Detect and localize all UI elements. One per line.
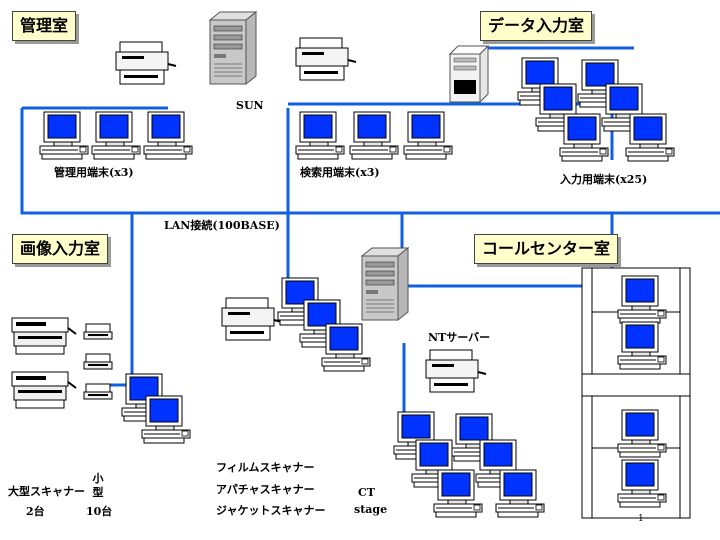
lan-connection-label: LAN接続(100BASE) <box>164 219 280 232</box>
room-label-data-entry: データ入力室 <box>480 11 593 41</box>
small-scanner-count: 10台 <box>86 505 113 518</box>
computer-terminal-icon <box>295 111 345 160</box>
small-scanner-icon <box>83 383 113 400</box>
room-label-call-center: コールセンター室 <box>474 234 619 264</box>
printer-icon <box>115 41 177 85</box>
computer-terminal-icon <box>625 113 675 162</box>
nt-server-label: NTサーバー <box>428 331 491 344</box>
management-terminals-label: 管理用端末(x3) <box>54 166 134 179</box>
aperture-scanner-label: アパチャスキャナー <box>216 483 315 496</box>
desktop-pc-icon <box>449 45 489 103</box>
large-scanner-icon <box>11 317 77 355</box>
room-label-image-entry: 画像入力室 <box>12 234 109 264</box>
computer-terminal-icon <box>349 111 399 160</box>
computer-terminal-icon <box>559 113 609 162</box>
ct-label: CT <box>358 486 375 499</box>
computer-terminal-icon <box>141 395 191 444</box>
computer-terminal-icon <box>495 469 545 518</box>
printer-icon <box>425 349 487 393</box>
input-terminals-label: 入力用端末(x25) <box>560 173 648 186</box>
computer-terminal-icon <box>403 111 453 160</box>
room-label-management: 管理室 <box>12 11 77 41</box>
sun-server-icon <box>209 11 257 85</box>
sun-server-label: SUN <box>236 99 264 112</box>
page-number: 1 <box>638 514 644 524</box>
small-scanner-icon <box>83 323 113 340</box>
large-scanner-count: 2台 <box>26 505 45 518</box>
computer-terminal-icon <box>39 111 89 160</box>
computer-terminal-icon <box>91 111 141 160</box>
film-scanner-label: フィルムスキャナー <box>216 461 315 474</box>
small-scanner-label: 小型 <box>92 472 104 499</box>
nt-server-icon <box>361 247 409 321</box>
computer-terminal-icon <box>433 469 483 518</box>
jacket-scanner-label: ジャケットスキャナー <box>216 504 326 517</box>
jacket-scanner-icon <box>221 297 283 341</box>
large-scanner-icon <box>11 371 77 409</box>
large-scanner-label: 大型スキャナー <box>8 485 85 498</box>
stage-label: stage <box>354 503 388 516</box>
computer-terminal-icon <box>321 323 371 372</box>
computer-terminal-icon <box>143 111 193 160</box>
printer-icon <box>295 37 357 81</box>
search-terminals-label: 検索用端末(x3) <box>300 166 380 179</box>
small-scanner-icon <box>83 353 113 370</box>
